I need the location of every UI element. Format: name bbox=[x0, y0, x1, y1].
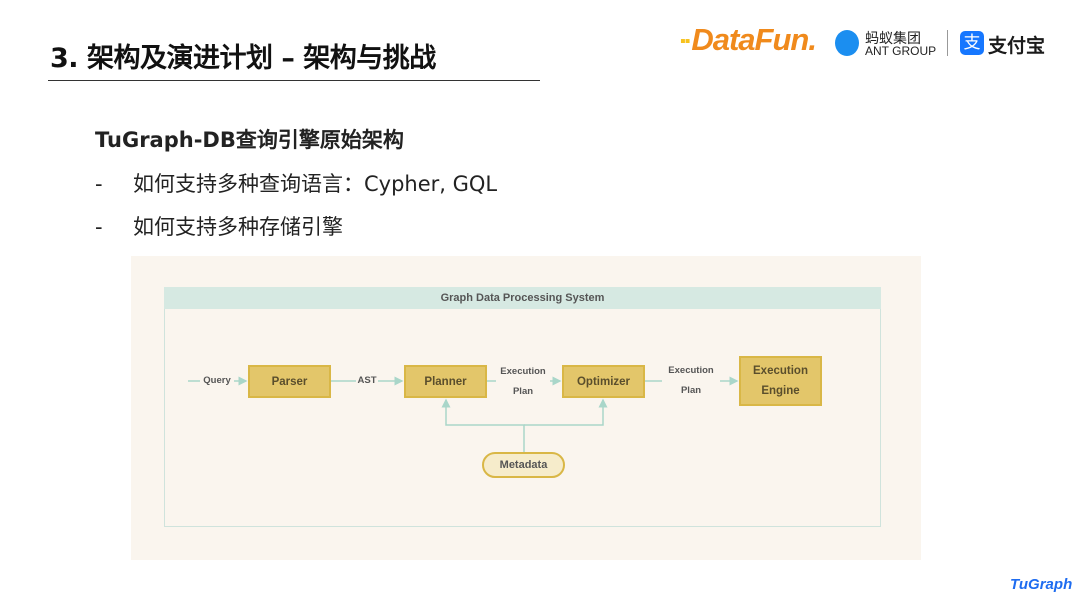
edge-metadata-optimizer bbox=[524, 398, 608, 426]
tugraph-logo: TuGraph bbox=[1010, 576, 1073, 593]
edge-label-plan1-b: Plan bbox=[512, 386, 534, 397]
datafun-logo: ▪▪DataFun. bbox=[680, 22, 817, 58]
datafun-dots-icon: ▪▪ bbox=[680, 32, 690, 50]
engine-label-2: Engine bbox=[761, 385, 800, 397]
bullet-item: - 如何支持多种查询语言：Cypher, GQL bbox=[95, 168, 497, 198]
parser-node: Parser bbox=[248, 365, 331, 398]
bullet-item: - 如何支持多种存储引擎 bbox=[95, 211, 343, 241]
system-title: Graph Data Processing System bbox=[164, 287, 881, 309]
metadata-node: Metadata bbox=[482, 452, 565, 478]
bullet-dash: - bbox=[95, 172, 103, 196]
slide-title: 3. 架构及演进计划 – 架构与挑战 bbox=[50, 43, 436, 74]
edge-label-plan2-b: Plan bbox=[680, 385, 702, 396]
bullet-text: 如何支持多种存储引擎 bbox=[133, 215, 343, 239]
engine-label-1: Execution bbox=[753, 365, 808, 377]
alipay-icon: 支 bbox=[960, 31, 984, 55]
edge-label-query: Query bbox=[203, 375, 231, 386]
planner-node: Planner bbox=[404, 365, 487, 398]
datafun-logo-text: DataFun. bbox=[691, 22, 817, 57]
ant-group-icon bbox=[835, 30, 859, 56]
edge-label-plan2: Execution bbox=[668, 365, 714, 376]
section-subtitle: TuGraph-DB查询引擎原始架构 bbox=[95, 128, 404, 152]
edge-metadata-planner bbox=[441, 398, 525, 452]
alipay-logo-text: 支付宝 bbox=[988, 36, 1046, 57]
ant-group-cn: 蚂蚁集团 bbox=[865, 30, 921, 46]
ant-group-en: ANT GROUP bbox=[865, 44, 937, 58]
logo-divider bbox=[947, 30, 948, 56]
edge-label-plan1: Execution bbox=[500, 366, 546, 377]
bullet-text: 如何支持多种查询语言：Cypher, GQL bbox=[133, 172, 498, 196]
bullet-dash: - bbox=[95, 215, 103, 239]
edge-label-ast: AST bbox=[357, 375, 377, 386]
optimizer-node: Optimizer bbox=[562, 365, 645, 398]
title-divider bbox=[48, 80, 540, 81]
